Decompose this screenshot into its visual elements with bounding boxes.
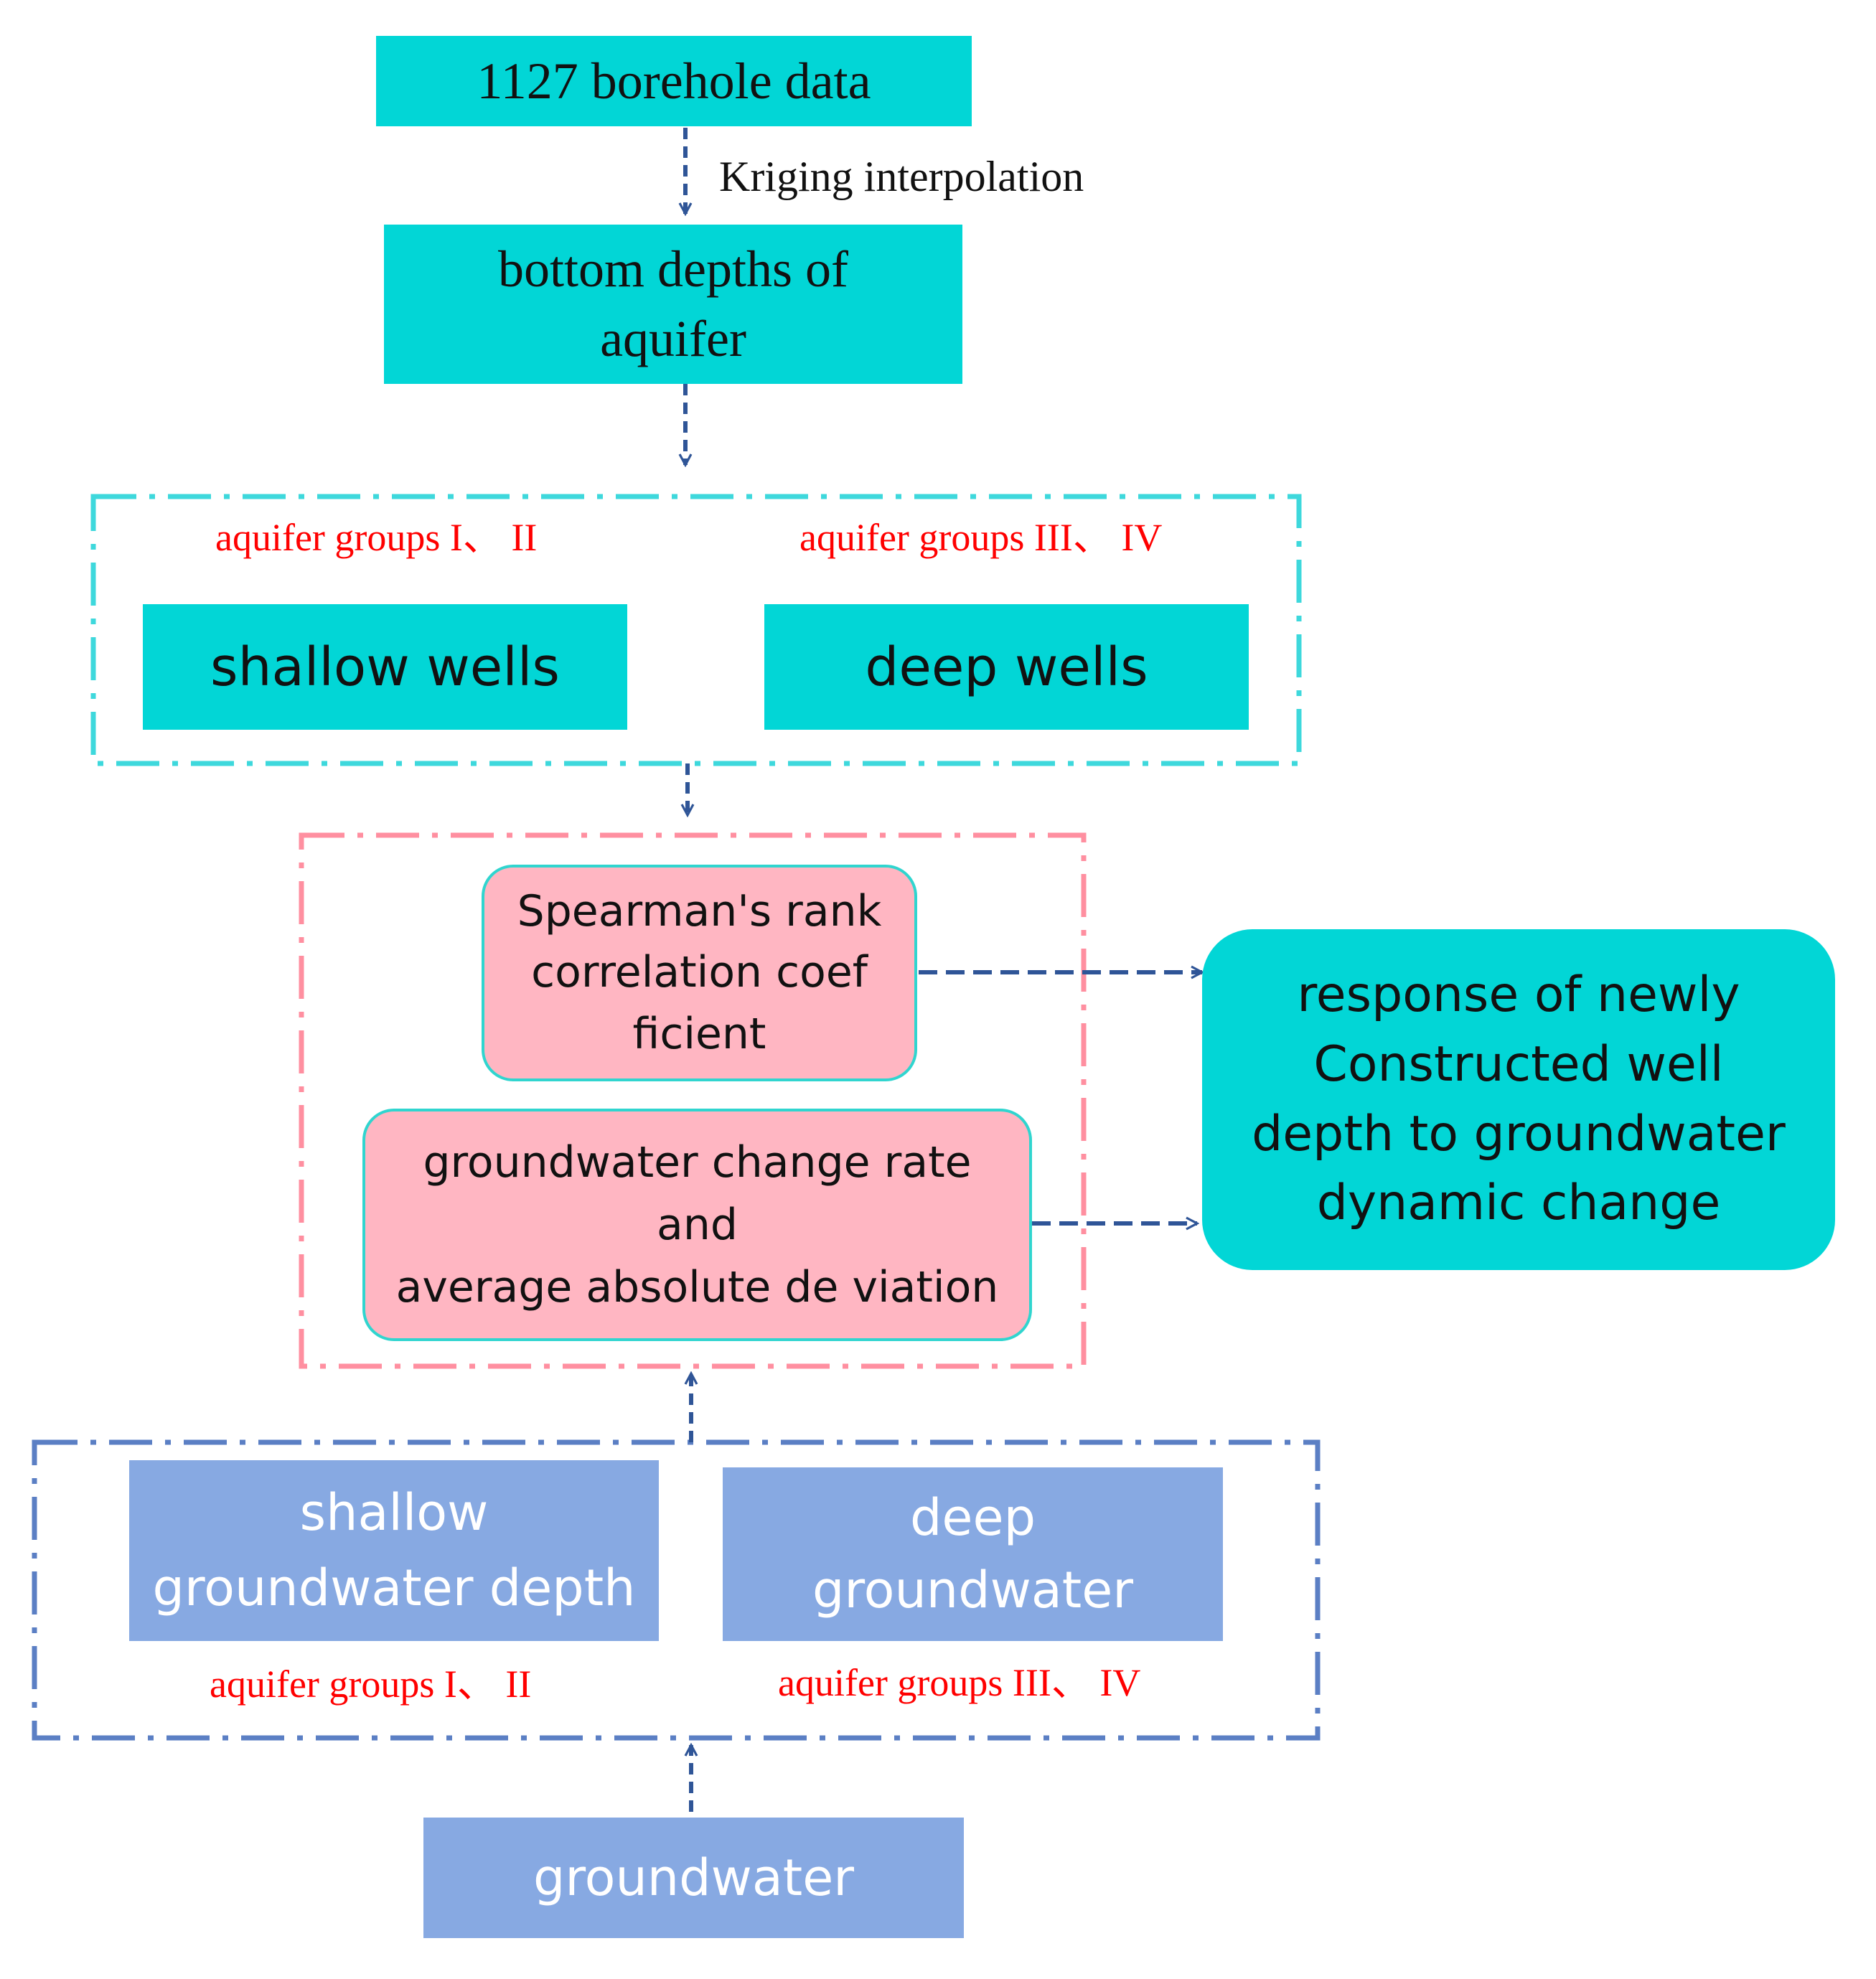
node-deep-groundwater: deep groundwater	[723, 1467, 1223, 1641]
edge-label-kriging: Kriging interpolation	[719, 153, 1084, 200]
group-label-bottom-left: aquifer groups I、 II	[210, 1663, 532, 1706]
node-shallow-wells: shallow wells	[143, 604, 627, 730]
node-spearman: Spearman's rank correlation coef ficient	[482, 865, 917, 1081]
group-label-bottom-right: aquifer groups III、 IV	[778, 1661, 1141, 1704]
node-groundwater: groundwater	[423, 1818, 964, 1938]
group-label-top-left: aquifer groups I、 II	[215, 516, 538, 559]
frame-metrics	[299, 832, 1087, 1369]
node-borehole-data: 1127 borehole data	[376, 36, 972, 126]
group-label-top-right: aquifer groups III、 IV	[799, 516, 1163, 559]
node-change-rate: groundwater change rate and average abso…	[362, 1109, 1032, 1341]
node-bottom-depths: bottom depths of aquifer	[384, 225, 962, 384]
node-response: response of newly Constructed well depth…	[1202, 929, 1835, 1270]
frame-wells	[90, 494, 1302, 766]
node-shallow-groundwater-depth: shallow groundwater depth	[129, 1460, 659, 1641]
frame-groundwater	[32, 1439, 1321, 1741]
node-deep-wells: deep wells	[764, 604, 1249, 730]
